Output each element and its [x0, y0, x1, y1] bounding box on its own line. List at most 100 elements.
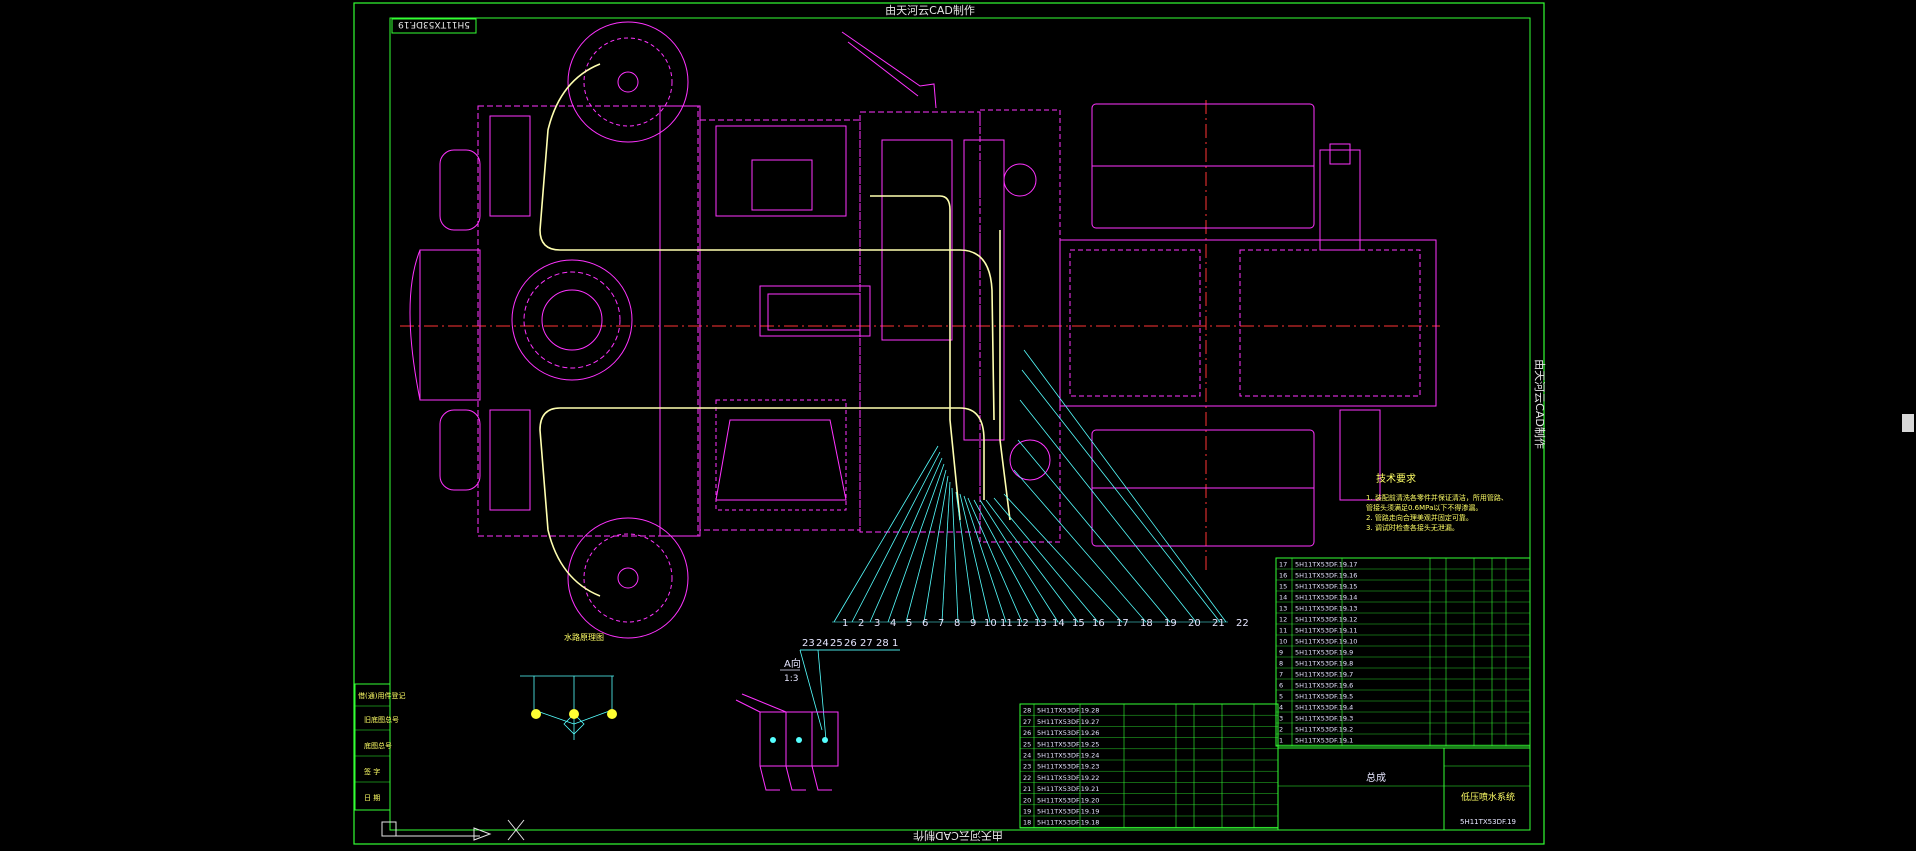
view-label-top: A向 — [784, 657, 801, 670]
title-assembly: 总成 — [1366, 771, 1386, 784]
bom-cell: ... — [1345, 616, 1351, 624]
ucs-icon — [381, 819, 525, 841]
bom-cell: 5H11TX53DF.19.17 — [1295, 561, 1357, 569]
bom-cell: 4 — [1279, 704, 1283, 712]
balloon-15: 15 — [1072, 618, 1085, 629]
bom-cell: 5H11TX53DF.19.25 — [1037, 740, 1099, 748]
bom-cell: 5H11TX53DF.19.2 — [1295, 726, 1353, 734]
bom-cell: 2 — [1279, 726, 1283, 734]
strip-3: 底图总号 — [364, 741, 392, 750]
bom-cell: 15 — [1279, 583, 1287, 591]
bom-cell: 8 — [1279, 660, 1283, 668]
bom-cell: ... — [1345, 737, 1351, 745]
balloon-11: 11 — [1000, 618, 1013, 629]
balloon-21: 21 — [1212, 618, 1225, 629]
bom-cell: 10 — [1279, 638, 1287, 646]
bom-cell: ... — [1345, 715, 1351, 723]
bom-cell: 5H11TX53DF.19.28 — [1037, 707, 1099, 715]
water-schematic: 水路原理图 — [520, 632, 617, 740]
bom-cell: 24 — [1023, 752, 1031, 760]
bom-cell: 20 — [1023, 796, 1031, 804]
bom-cell: 3 — [1279, 715, 1283, 723]
strip-5: 日 期 — [364, 794, 380, 802]
balloon-6: 6 — [922, 618, 928, 629]
bom-cell: 5H11TX53DF.19.11 — [1295, 627, 1357, 635]
bom-cell: 5H11TX53DF.19.27 — [1037, 718, 1099, 726]
bom-cell: 5H11TX53DF.19.21 — [1037, 785, 1099, 793]
bom-cell: 18 — [1023, 819, 1031, 827]
inner-frame — [389, 17, 1531, 831]
tech-req-line-3: 2. 管路走向合理美观并固定可靠。 — [1366, 513, 1473, 522]
bom-cell: ... — [1345, 627, 1351, 635]
bom-cell: ... — [1345, 605, 1351, 613]
bom-cell: ... — [1345, 693, 1351, 701]
left-revision-strip: 借(通)用件登记 旧底图总号 底图总号 签 字 日 期 — [354, 683, 405, 811]
balloon-23: 23 — [802, 638, 815, 649]
bom-cell: 5H11TX53DF.19.13 — [1295, 605, 1357, 613]
balloon-22: 22 — [1236, 618, 1249, 629]
bom-cell: 13 — [1279, 605, 1287, 613]
bom-cell: ... — [1345, 572, 1351, 580]
bom-cell: 5H11TX53DF.19.6 — [1295, 682, 1353, 690]
balloon-8: 8 — [954, 618, 960, 629]
bom-cell: ... — [1345, 649, 1351, 657]
balloon-9: 9 — [970, 618, 976, 629]
bom-cell: ... — [1345, 682, 1351, 690]
tech-req-title: 技术要求 — [1376, 472, 1416, 485]
balloon-row-detail: 23 24 25 26 27 28 1 — [800, 638, 900, 651]
bom-cell: 12 — [1279, 616, 1287, 624]
bom-cell: 23 — [1023, 763, 1031, 771]
balloon-26: 26 — [844, 638, 857, 649]
title-name: 低压喷水系统 — [1461, 791, 1515, 803]
bom-cell: 28 — [1023, 707, 1031, 715]
bom-cell: 5 — [1279, 693, 1283, 701]
water-pipes — [539, 63, 1011, 597]
bom-cell: 25 — [1023, 740, 1031, 748]
bom-cell: ... — [1345, 638, 1351, 646]
bom-cell: ... — [1345, 704, 1351, 712]
balloon-28: 28 — [876, 638, 889, 649]
drawing-code-box — [391, 18, 477, 34]
bom-cell: 5H11TX53DF.19.22 — [1037, 774, 1099, 782]
bom-cell: 5H11TX53DF.19.15 — [1295, 583, 1357, 591]
balloon-25: 25 — [830, 638, 843, 649]
bom-cell: ... — [1345, 726, 1351, 734]
balloon-7: 7 — [938, 618, 944, 629]
tech-req-line-1: 1. 装配前清洗各零件并保证清洁，所用管路、 — [1366, 493, 1508, 502]
balloon-2: 2 — [858, 618, 864, 629]
balloon-3: 3 — [874, 618, 880, 629]
bom-cell: 19 — [1023, 808, 1031, 816]
bom-cell: 5H11TX53DF.19.5 — [1295, 693, 1353, 701]
title-code: 5H11TX53DF.19 — [1460, 818, 1516, 826]
title-block: 总成 低压喷水系统 5H11TX53DF.19 — [1277, 747, 1531, 831]
bom-cell: 5H11TX53DF.19.23 — [1037, 763, 1099, 771]
bom-cell: 5H11TX53DF.19.24 — [1037, 752, 1099, 760]
detail-view-a — [735, 693, 839, 791]
scrollbar-thumb[interactable] — [1902, 414, 1914, 432]
schematic-label: 水路原理图 — [564, 632, 604, 642]
machine-outline — [409, 21, 1437, 639]
bom-cell: 26 — [1023, 729, 1031, 737]
bom-cell: 5H11TX53DF.19.8 — [1295, 660, 1353, 668]
balloon-4: 4 — [890, 618, 896, 629]
bom-cell: 7 — [1279, 671, 1283, 679]
bom-cell: ... — [1345, 583, 1351, 591]
strip-4: 签 字 — [364, 767, 380, 776]
balloon-27: 27 — [860, 638, 873, 649]
balloon-1b: 1 — [892, 638, 898, 649]
bom-cell: 5H11TX53DF.19.1 — [1295, 737, 1353, 745]
bom-cell: 16 — [1279, 572, 1287, 580]
tech-req-line-2: 管接头须满足0.6MPa以下不得渗漏。 — [1366, 503, 1482, 512]
balloon-20: 20 — [1188, 618, 1201, 629]
balloon-17: 17 — [1116, 618, 1129, 629]
balloon-1: 1 — [842, 618, 848, 629]
balloon-5: 5 — [906, 618, 912, 629]
vertical-scrollbar[interactable] — [1900, 0, 1916, 847]
technical-requirements: 技术要求 1. 装配前清洗各零件并保证清洁，所用管路、 管接头须满足0.6MPa… — [1366, 472, 1508, 532]
watermark-right: 由天河云CAD制作 — [1533, 359, 1547, 449]
bom-cell: ... — [1345, 671, 1351, 679]
bom-cell: 17 — [1279, 561, 1287, 569]
bom-cell: 14 — [1279, 594, 1287, 602]
